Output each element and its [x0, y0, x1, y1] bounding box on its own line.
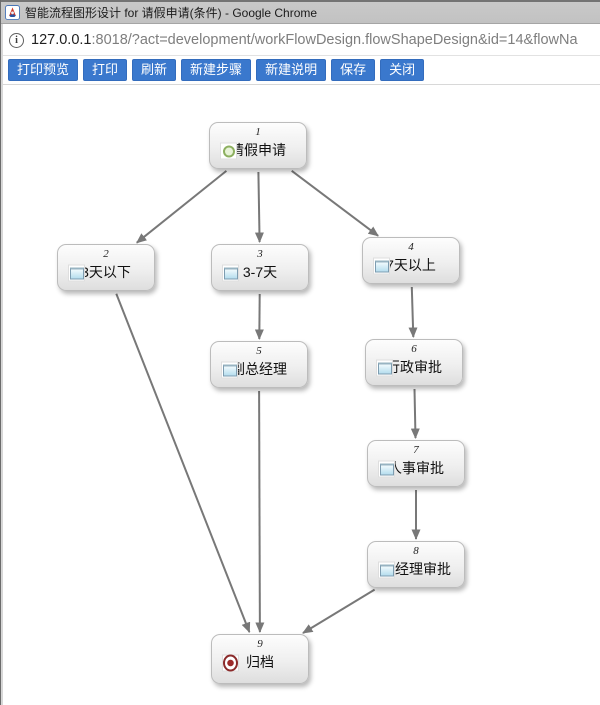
node-number: 8 — [413, 545, 419, 557]
node-label: 3-7天 — [242, 264, 278, 280]
new-step-button[interactable]: 新建步骤 — [181, 59, 252, 81]
flow-edge-4-6[interactable] — [408, 286, 418, 338]
flow-edge-5-9[interactable] — [255, 390, 265, 633]
flow-node-8[interactable]: 8 总经理审批 — [367, 541, 465, 588]
node-number: 3 — [257, 248, 263, 260]
flow-node-3[interactable]: 3 3-7天 — [211, 244, 309, 291]
window-left-border — [0, 0, 1, 705]
title-bar: 智能流程图形设计 for 请假申请(条件) - Google Chrome — [0, 0, 600, 24]
flow-node-4[interactable]: 4 7天以上 — [362, 237, 460, 284]
refresh-button[interactable]: 刷新 — [132, 59, 177, 81]
flow-node-1[interactable]: 1 请假申请 — [209, 122, 307, 169]
window-left-border-inner — [1, 24, 3, 705]
flow-edge-8-9[interactable] — [302, 588, 376, 634]
flow-node-9[interactable]: 9 归档 — [211, 634, 309, 684]
url-host: 127.0.0.1 — [31, 32, 92, 48]
node-number: 7 — [413, 444, 419, 456]
node-number: 6 — [411, 343, 417, 355]
green-circle-start-icon — [220, 142, 237, 160]
flow-node-5[interactable]: 5 副总经理 — [210, 341, 308, 388]
node-number: 2 — [103, 248, 109, 260]
blue-window-task-icon — [378, 561, 395, 579]
node-number: 4 — [408, 241, 414, 253]
node-label: 行政审批 — [386, 359, 442, 375]
red-target-end-icon — [222, 654, 239, 672]
page-info-icon[interactable]: i — [9, 32, 24, 48]
flow-node-7[interactable]: 7 人事审批 — [367, 440, 465, 487]
new-note-button[interactable]: 新建说明 — [256, 59, 327, 81]
node-number: 1 — [255, 126, 261, 138]
flow-canvas: 1 请假申请 2 3天以下 3 3-7天 4 7天以上 5 副总经理 6 行政审批 7 人事审批 8 总经理审… — [0, 85, 600, 705]
node-label: 3天以下 — [81, 264, 131, 280]
flow-node-2[interactable]: 2 3天以下 — [57, 244, 155, 291]
node-number: 9 — [257, 638, 263, 650]
address-bar[interactable]: i 127.0.0.1:8018/?act=development/workFl… — [1, 25, 600, 56]
node-label: 副总经理 — [231, 361, 287, 377]
blue-window-task-icon — [222, 264, 239, 282]
node-label: 人事审批 — [388, 460, 444, 476]
node-label: 请假申请 — [230, 142, 286, 158]
print-preview-button[interactable]: 打印预览 — [8, 59, 79, 81]
node-label: 总经理审批 — [381, 561, 451, 577]
flow-edge-2-9[interactable] — [115, 293, 251, 634]
flow-node-6[interactable]: 6 行政审批 — [365, 339, 463, 386]
blue-window-task-icon — [68, 264, 85, 282]
save-button[interactable]: 保存 — [331, 59, 376, 81]
flow-edge-1-4[interactable] — [291, 170, 379, 237]
url-path: :8018/?act=development/workFlowDesign.fl… — [91, 32, 578, 48]
close-button[interactable]: 关闭 — [380, 59, 425, 81]
url-text[interactable]: 127.0.0.1:8018/?act=development/workFlow… — [31, 32, 578, 48]
print-button[interactable]: 打印 — [83, 59, 128, 81]
flow-edge-1-3[interactable] — [254, 171, 264, 243]
blue-window-task-icon — [221, 361, 238, 379]
flow-edge-1-2[interactable] — [136, 170, 228, 244]
edges-layer — [115, 170, 421, 634]
node-label: 归档 — [246, 654, 274, 670]
flow-toolbar: 打印预览打印刷新新建步骤新建说明保存关闭 — [1, 56, 600, 85]
node-number: 5 — [256, 345, 262, 357]
node-label: 7天以上 — [386, 257, 436, 273]
window-title: 智能流程图形设计 for 请假申请(条件) - Google Chrome — [25, 6, 318, 20]
blue-window-task-icon — [378, 460, 395, 478]
app-logo-icon — [5, 5, 20, 20]
flow-edge-6-7[interactable] — [410, 388, 420, 439]
blue-window-task-icon — [376, 359, 393, 377]
blue-window-task-icon — [373, 257, 390, 275]
